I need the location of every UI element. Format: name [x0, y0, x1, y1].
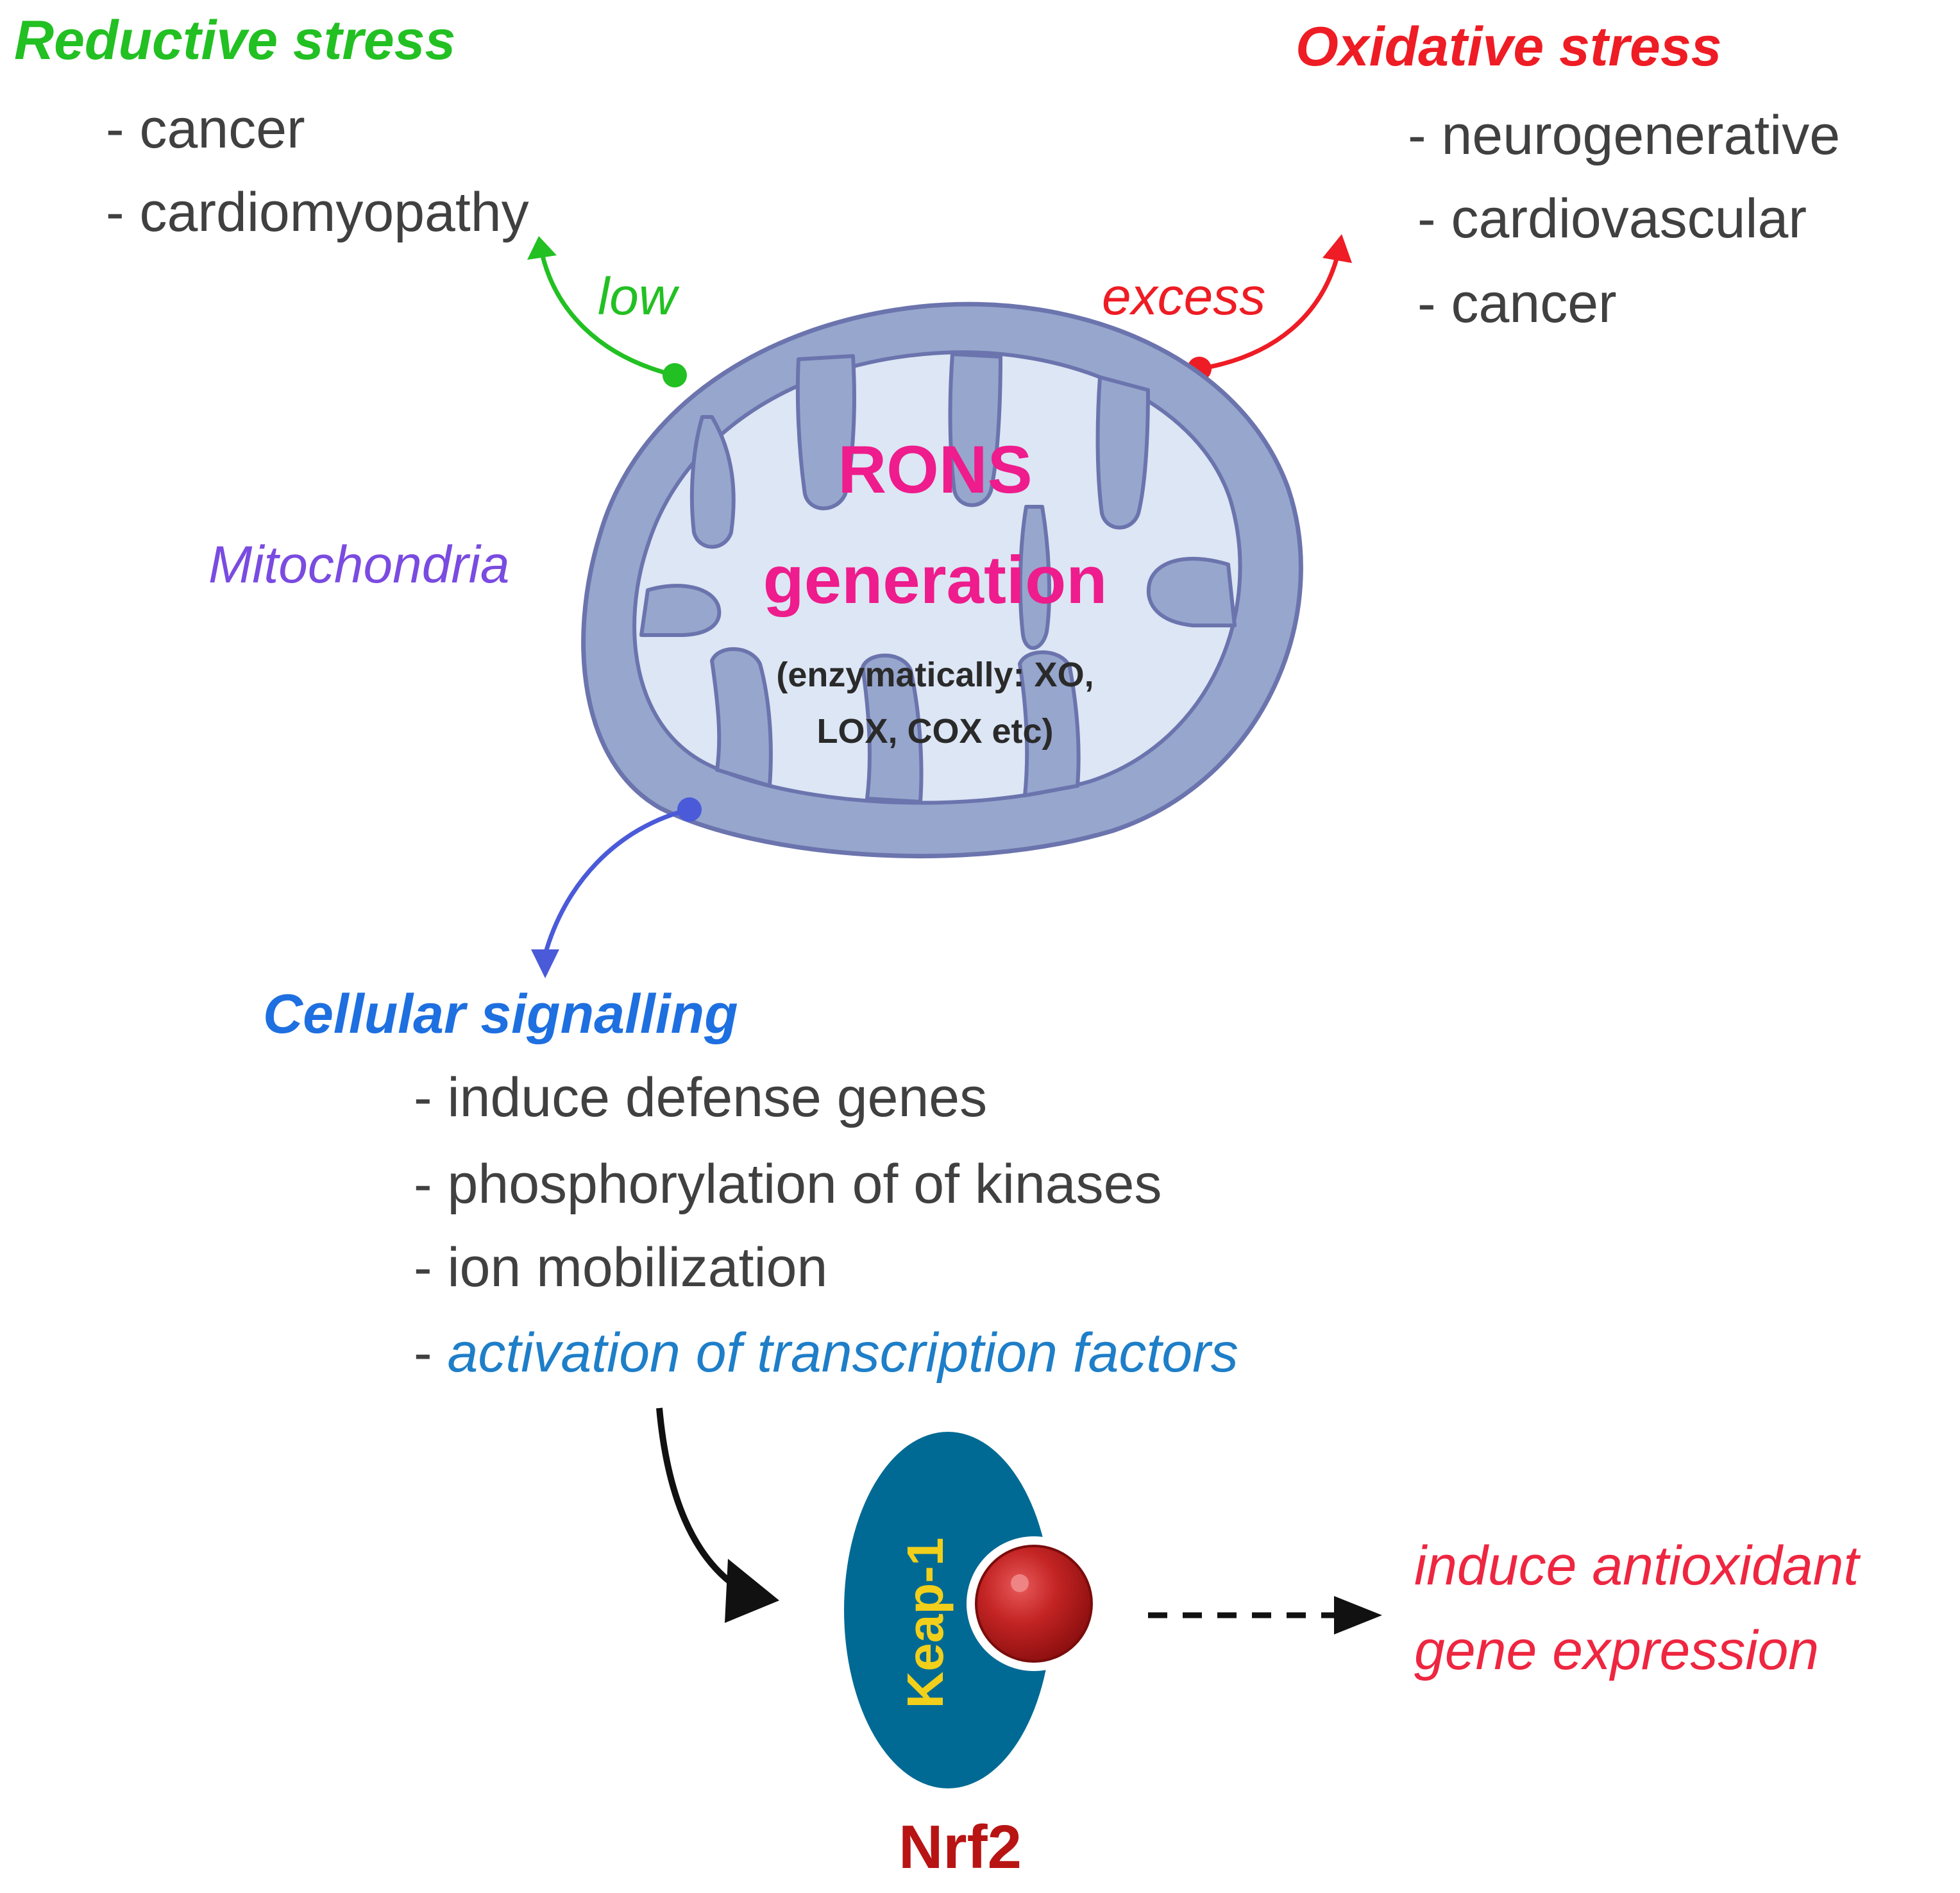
low-label: low: [598, 267, 680, 326]
mitochondria-label: Mitochondria: [208, 536, 509, 594]
transcription-dash: -: [414, 1322, 448, 1384]
keap1-label: Keap-1: [897, 1538, 954, 1709]
signalling-item-ion-mobilization: - ion mobilization: [414, 1237, 827, 1298]
signalling-arrow: [531, 797, 702, 978]
transcription-text: activation of transcription factors: [448, 1322, 1238, 1384]
low-arrowhead-icon: [527, 236, 557, 260]
rons-title-line2: generation: [763, 543, 1108, 618]
excess-arrowhead-icon: [1322, 234, 1352, 263]
excess-arrow: [1187, 234, 1352, 381]
activation-arrow: [656, 1407, 779, 1623]
oxidative-item-cancer: - cancer: [1417, 273, 1617, 334]
rons-note-line2: LOX, COX etc): [816, 712, 1053, 751]
reductive-item-cancer: - cancer: [106, 98, 305, 160]
outcome-line2: gene expression: [1414, 1620, 1819, 1681]
nrf2-ball-icon: [975, 1545, 1093, 1663]
signalling-item-defense-genes: - induce defense genes: [414, 1067, 987, 1128]
low-origin-dot: [663, 363, 687, 387]
cellular-signalling-title: Cellular signalling: [263, 983, 738, 1045]
keap1-nrf2-complex-icon: [844, 1432, 1101, 1788]
oxidative-item-cardiovascular: - cardiovascular: [1417, 188, 1807, 250]
signalling-origin-dot: [677, 797, 702, 822]
signalling-item-phosphorylation: - phosphorylation of of kinases: [414, 1153, 1162, 1215]
nrf2-label: Nrf2: [899, 1813, 1022, 1881]
reductive-stress-title: Reductive stress: [14, 10, 455, 71]
keap1-body: [844, 1432, 1052, 1788]
oxidative-item-neurogenerative: - neurogenerative: [1408, 105, 1840, 166]
rons-title-line1: RONS: [838, 432, 1032, 507]
expression-arrow: [1148, 1596, 1382, 1634]
outcome-line1: induce antioxidant: [1414, 1535, 1861, 1597]
reductive-item-cardiomyopathy: - cardiomyopathy: [106, 182, 529, 243]
low-arrow: [527, 236, 687, 387]
rons-note-line1: (enzymatically: XO,: [776, 656, 1094, 694]
expression-arrowhead-icon: [1334, 1596, 1382, 1634]
mitochondrion-icon: [581, 301, 1303, 859]
oxidative-stress-title: Oxidative stress: [1296, 16, 1721, 78]
signalling-item-transcription: - activation of transcription factors: [414, 1322, 1238, 1384]
activation-arrowhead-icon: [725, 1559, 779, 1623]
excess-label: excess: [1102, 267, 1265, 326]
signalling-arrowhead-icon: [531, 949, 559, 978]
